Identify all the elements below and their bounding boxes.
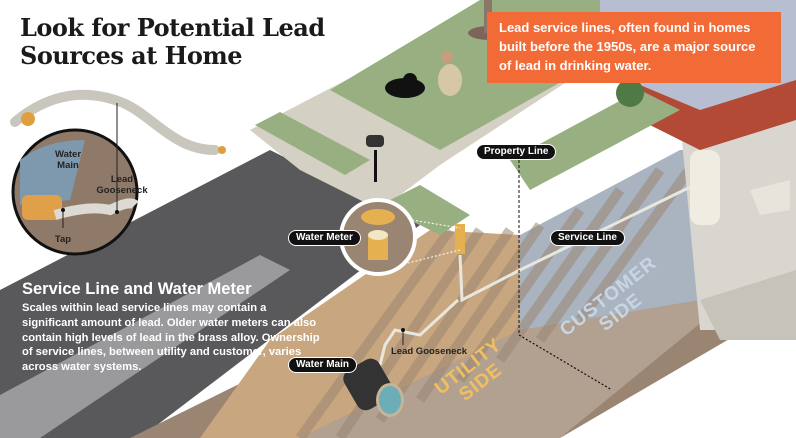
inset-label-water-main: Water Main [54, 149, 82, 171]
mailbox-post [374, 150, 377, 182]
title-line-1: Look for Potential Lead [20, 13, 325, 42]
label-lead-gooseneck: Lead Gooseneck [391, 346, 468, 357]
basement-floor [700, 270, 796, 340]
info-body: Scales within lead service lines may con… [22, 302, 320, 374]
inset-label-tap: Tap [54, 234, 72, 245]
inset-label-lead-gooseneck: Lead Gooseneck [96, 174, 148, 196]
child-head [441, 51, 453, 63]
label-water-main: Water Main [288, 357, 357, 373]
utility-sink [750, 180, 790, 215]
ground-top [300, 180, 796, 438]
property-lawn-strip [510, 90, 680, 190]
dog-head [403, 73, 417, 87]
service-line-pipe [458, 173, 716, 303]
house-brick-foundation [640, 80, 796, 150]
mailbox [366, 135, 384, 147]
water-meter-magnifier [339, 198, 461, 276]
meter-lawn-strip [380, 185, 470, 235]
shrub [616, 79, 644, 107]
label-property-line: Property Line [476, 144, 557, 160]
street-curb [0, 255, 290, 438]
title-line-2: Sources at Home [20, 41, 243, 70]
info-heading: Service Line and Water Meter [22, 280, 252, 298]
gooseneck-inset [10, 89, 226, 256]
page-title: Look for Potential Lead Sources at Home [20, 14, 325, 70]
water-heater [690, 150, 720, 225]
label-water-meter: Water Meter [288, 230, 361, 246]
curb-lawn-strip [255, 112, 370, 175]
lead-service-line-callout: Lead service lines, often found in homes… [487, 12, 781, 83]
label-service-line: Service Line [550, 230, 625, 246]
child [438, 64, 462, 96]
water-main-pipe [343, 358, 404, 417]
service-line-info-panel: Service Line and Water Meter Scales with… [22, 279, 322, 375]
lead-gooseneck-dot [401, 328, 405, 332]
meter-box [455, 224, 465, 254]
lead-gooseneck-pipe [378, 298, 460, 366]
